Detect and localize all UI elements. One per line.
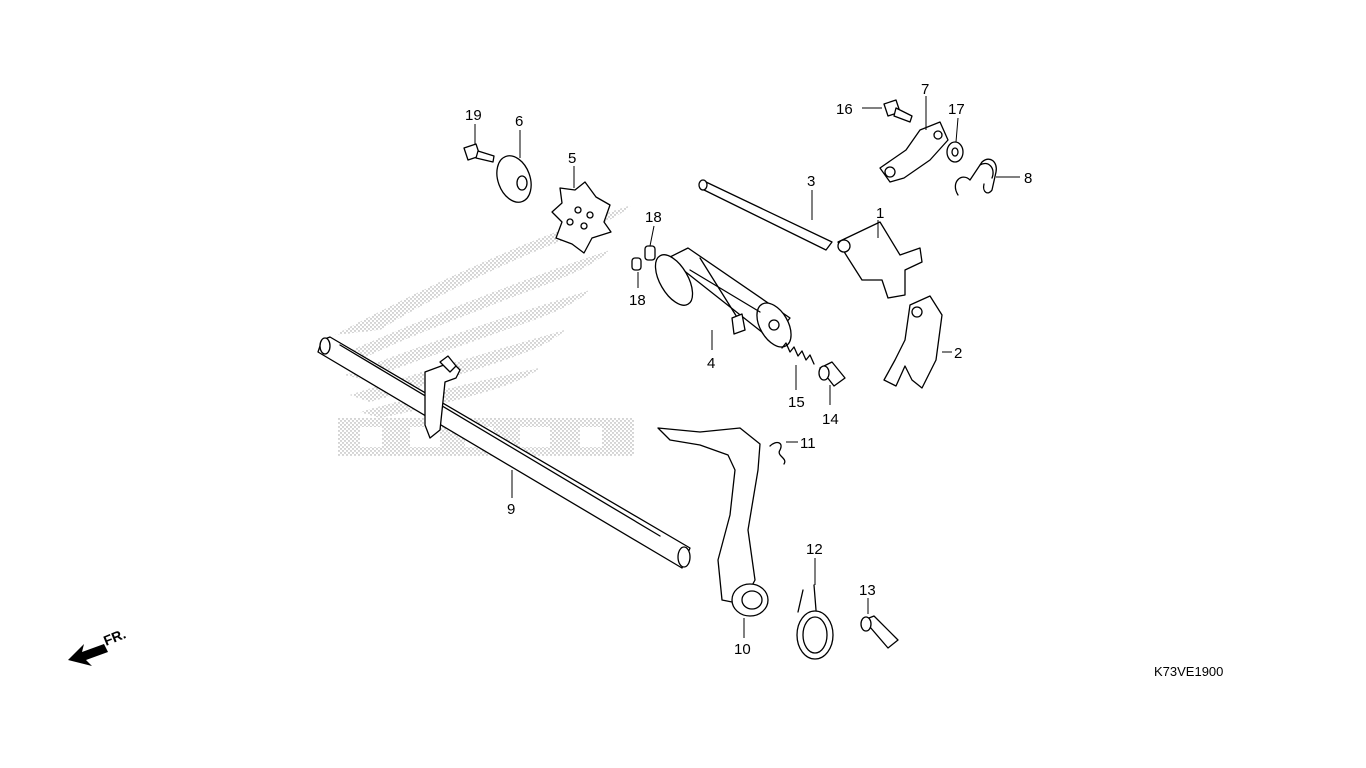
callout-4: 4 — [707, 355, 715, 372]
part-12-return-spring — [796, 584, 834, 660]
callout-7: 7 — [921, 81, 929, 98]
part-3-shift-fork-shaft — [698, 179, 833, 251]
callout-12: 12 — [806, 541, 823, 558]
callout-16: 16 — [836, 101, 853, 118]
callout-19: 19 — [465, 107, 482, 124]
callout-2: 2 — [954, 345, 962, 362]
callout-17: 17 — [948, 101, 965, 118]
callout-6: 6 — [515, 113, 523, 130]
part-11-return-spring-clip — [769, 441, 786, 465]
callout-18-upper: 18 — [645, 209, 662, 226]
part-16-bolt — [883, 99, 913, 123]
callout-1: 1 — [876, 205, 884, 222]
part-2-shift-fork — [883, 295, 943, 389]
callout-10: 10 — [734, 641, 751, 658]
part-10-gearshift-arm — [657, 427, 769, 617]
part-18-dowel-pin-upper — [644, 245, 656, 261]
callout-8: 8 — [1024, 170, 1032, 187]
part-14-plunger — [818, 361, 846, 387]
callout-15: 15 — [788, 394, 805, 411]
callout-11: 11 — [800, 435, 816, 452]
leader-lines — [474, 96, 1020, 638]
callout-13: 13 — [859, 582, 876, 599]
part-4-gearshift-drum — [654, 247, 792, 348]
drawing-code: K73VE1900 — [1154, 664, 1223, 679]
part-8-stopper-arm-spring — [954, 158, 997, 196]
part-13-pin — [860, 615, 899, 649]
part-18-dowel-pin-lower — [631, 257, 642, 271]
part-17-washer — [946, 141, 964, 163]
callout-3: 3 — [807, 173, 815, 190]
callout-14: 14 — [822, 411, 839, 428]
part-5-shift-drum-center-plate — [551, 181, 612, 254]
part-1-shift-fork — [837, 221, 923, 299]
front-direction-arrow-icon — [68, 644, 108, 666]
callout-5: 5 — [568, 150, 576, 167]
part-callouts: 1 2 3 4 5 6 7 8 9 10 11 12 13 14 15 16 1… — [465, 81, 1032, 658]
part-15-spring — [781, 342, 815, 365]
part-19-bolt — [463, 143, 495, 163]
part-9-gearshift-spindle — [317, 336, 691, 569]
part-6-washer — [496, 155, 532, 203]
callout-18-lower: 18 — [629, 292, 646, 309]
part-7-drum-stopper-arm — [879, 121, 949, 183]
front-direction-label: FR. — [101, 625, 128, 648]
callout-9: 9 — [507, 501, 515, 518]
